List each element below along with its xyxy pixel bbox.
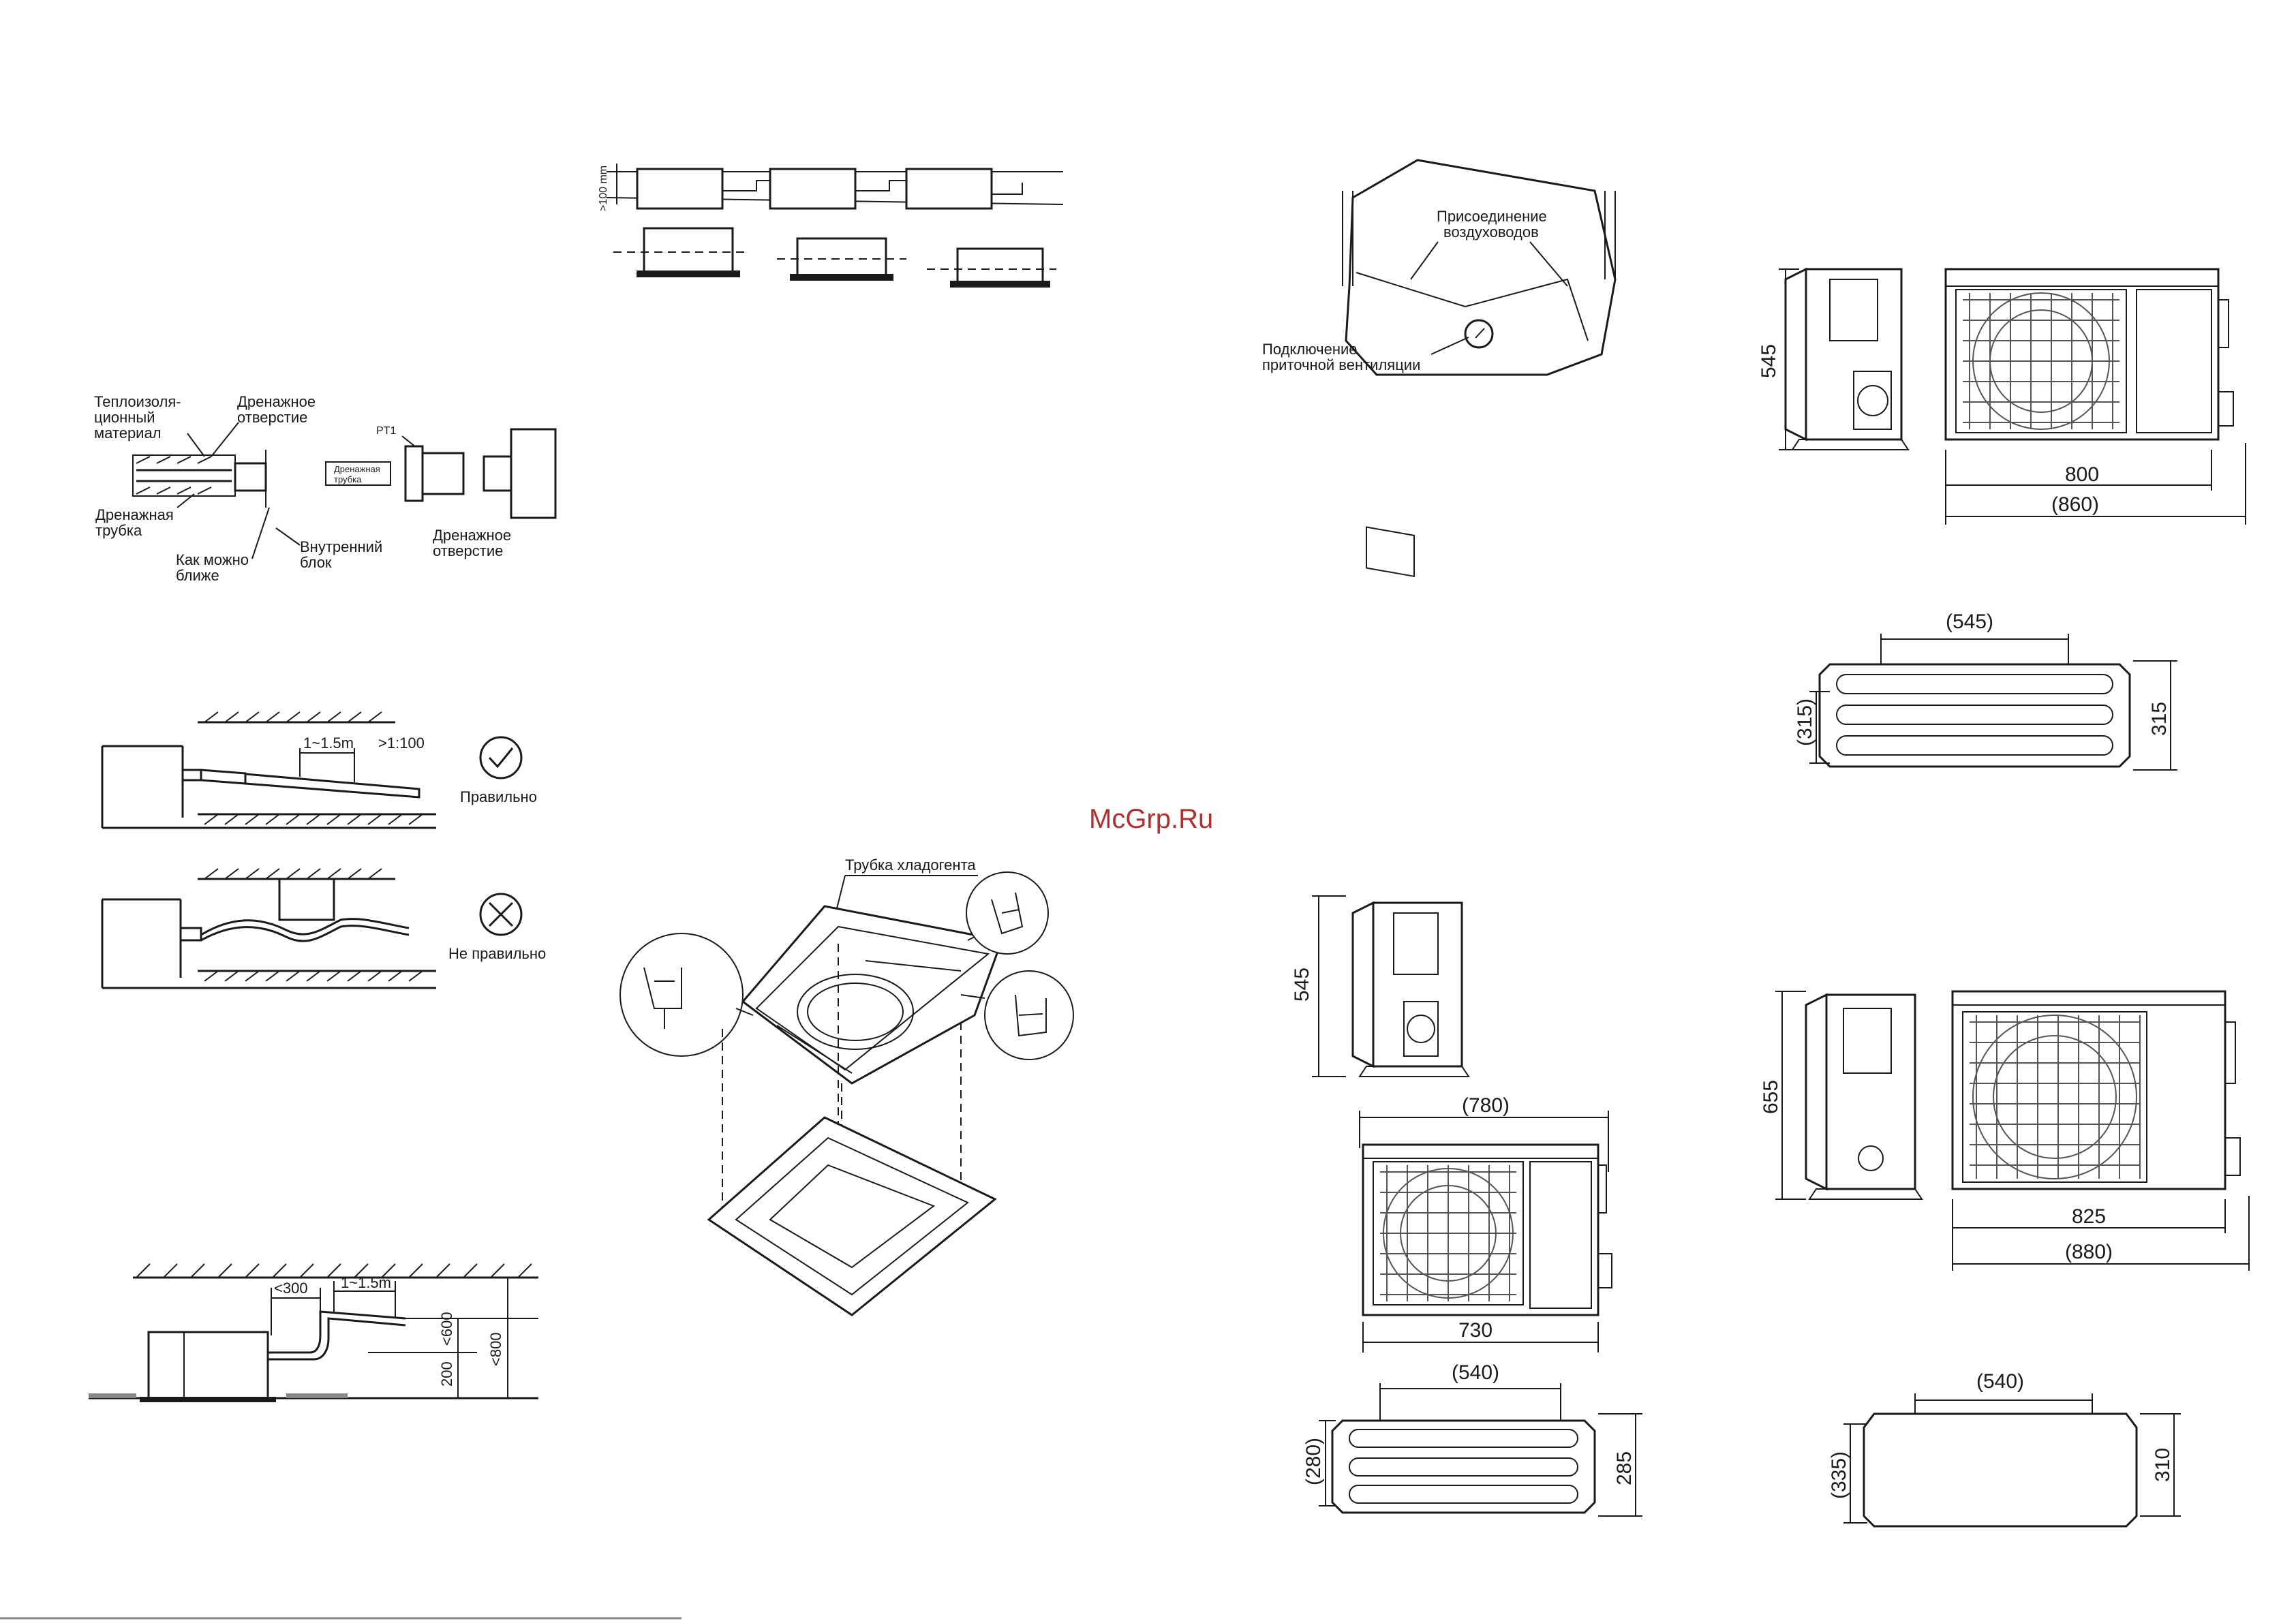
duct-connection-label-1: Присоединение [1437,208,1547,225]
as-close-label-1: Как можно [176,551,249,568]
unit2-width-label: 730 [1458,1319,1493,1342]
fresh-air-label-2: приточной вентиляции [1262,356,1420,373]
unit3-height-label: 655 [1760,1080,1782,1114]
unit2-overall-width-label: (780) [1462,1094,1510,1117]
unit2-mount-span-label: (540) [1452,1361,1499,1384]
gap-label: >100 mm [598,166,609,211]
drain-pipe-label-1: Дренажная [95,506,174,523]
check-icon [479,736,523,779]
drain-outlet-label-1: Дренажное [237,393,316,410]
unit3-width-label: 825 [2072,1205,2106,1228]
cassette-install-figure: Трубка хладогента [619,856,1074,1316]
as-close-label-2: ближе [176,567,219,584]
height-800-label: <800 [487,1332,504,1366]
indoor-unit-label-2: блок [300,554,332,571]
height-600-label: <600 [438,1312,455,1346]
unit3-depth-right-label: 310 [2152,1448,2174,1482]
unit3-mount-span-label: (540) [1976,1370,2024,1393]
height-span-label: 1~1.5m [341,1274,391,1291]
height-200-label: 200 [438,1361,455,1387]
install-top-figure: >100 mm [598,164,1064,288]
watermark: McGrp.Ru [1089,804,1213,834]
slope-ratio-label: >1:100 [378,735,425,752]
wrong-label: Не правильно [448,945,546,962]
pt1-label: PT1 [376,425,396,437]
drain-pipe-label-2: трубка [95,522,142,539]
fresh-air-label-1: Подключение [1262,341,1358,358]
drain-pipe-small-1: Дренажная [334,464,380,474]
insulation-label-3: материал [94,424,162,442]
unit1-depth-right-label: 315 [2148,702,2171,736]
drain-outlet2-label-2: отверстие [433,542,503,559]
height-300-label: <300 [274,1280,308,1297]
refrigerant-pipe-label: Трубка хладогента [845,856,976,874]
unit1-height-label: 545 [1758,344,1780,378]
height-figure: <300 1~1.5m <600 200 <800 [89,1263,538,1402]
insulation-label-2: ционный [94,409,155,426]
outdoor-unit-3: 655 825 (880) (540) (335) 310 [1760,990,2250,1528]
slope-wrong-figure: Не правильно [101,868,546,989]
drain-outlet-label-2: отверстие [237,409,307,426]
cross-icon [479,893,523,936]
unit1-depth-left-label: (315) [1794,698,1816,746]
outdoor-unit-2: 545 (780) 730 (540) (280) 285 [1291,895,1642,1517]
duct-connection-figure: Присоединение воздуховодов Подключение п… [1262,159,1617,578]
insulation-label-1: Теплоизоля- [94,393,181,410]
drain-outlet2-label-1: Дренажное [433,527,511,544]
slope-span-label: 1~1.5m [303,735,354,752]
unit2-depth-left-label: (280) [1302,1438,1325,1485]
unit1-overall-width-label: (860) [2051,493,2099,516]
outdoor-unit-1: 545 800 (860) (545) (315) 315 [1758,267,2246,771]
drain-connection-figure: Теплоизоля- ционный материал Дренажное о… [94,393,557,584]
unit2-depth-right-label: 285 [1613,1451,1636,1485]
unit1-mount-span-label: (545) [1946,610,1993,633]
unit2-height-label: 545 [1291,968,1313,1002]
drain-pipe-small-2: трубка [334,474,362,484]
correct-label: Правильно [460,788,537,805]
slope-correct-figure: 1~1.5m >1:100 Правильно [101,711,537,829]
duct-connection-label-2: воздуховодов [1443,223,1539,241]
unit3-overall-width-label: (880) [2065,1241,2113,1263]
indoor-unit-label-1: Внутренний [300,538,382,555]
unit1-width-label: 800 [2065,463,2099,486]
unit3-depth-left-label: (335) [1828,1451,1850,1499]
